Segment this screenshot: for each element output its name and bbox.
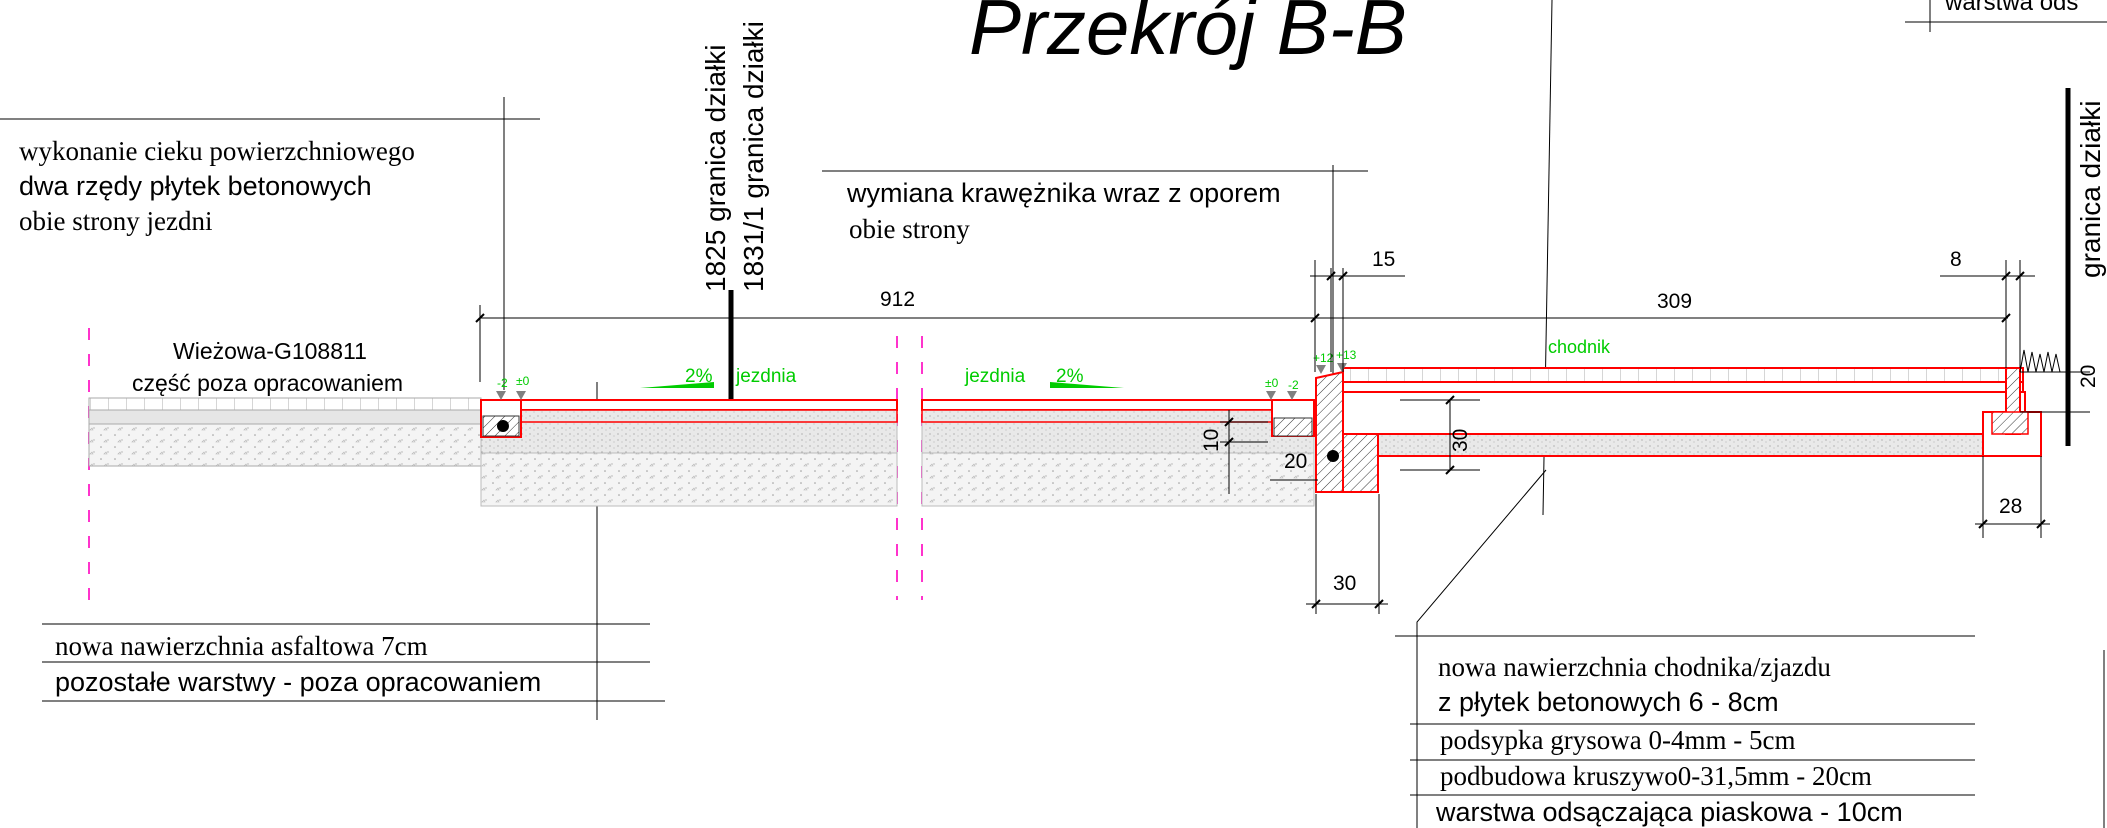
callout-right-bottom-line-3: podsypka grysowa 0-4mm - 5cm — [1440, 725, 1795, 755]
elevation-curb-2: +13 — [1336, 348, 1357, 362]
lane-left-label: jezdnia — [735, 366, 797, 387]
boundary-right-label: granica działki — [2075, 101, 2106, 278]
callout-right-bottom-line-5: warstwa odsączająca piaskowa - 10cm — [1435, 797, 1903, 827]
dim-curb-top: 15 — [1372, 248, 1395, 271]
dim-edge-28: 28 — [1999, 495, 2022, 518]
top-right-label: warstwa ods — [1944, 0, 2078, 16]
callout-left-top: wykonanie cieku powierzchniowego dwa rzę… — [19, 136, 415, 236]
callout-left-top-line-3: obie strony jezdni — [19, 206, 212, 236]
roadway-left — [480, 399, 898, 507]
callout-right-bottom-line-2: z płytek betonowych 6 - 8cm — [1438, 687, 1779, 717]
callout-right-bottom-line-4: podbudowa kruszywo0-31,5mm - 20cm — [1440, 761, 1872, 791]
leaders — [0, 97, 1975, 796]
slope-right-arrow — [1050, 382, 1124, 388]
boundary-1825-label: 1825 granica działki — [700, 45, 731, 293]
dim-layer-30: 30 — [1449, 429, 1472, 452]
dim-sidewalk-width: 309 — [1657, 290, 1692, 313]
sidewalk-structure — [1342, 349, 2061, 457]
callout-right-bottom-line-1: nowa nawierzchnia chodnika/zjazdu — [1438, 652, 1831, 682]
road-left-note: część poza opracowaniem — [132, 370, 403, 396]
lane-right-label: jezdnia — [964, 366, 1026, 387]
sidewalk-label: chodnik — [1548, 337, 1611, 357]
dim-road-width: 912 — [880, 288, 915, 311]
elevation-right-2: -2 — [1288, 378, 1299, 392]
callout-middle-top-line-2: obie strony — [849, 214, 970, 244]
boundary-1831-label: 1831/1 granica działki — [738, 21, 769, 292]
callout-middle-top: wymiana krawężnika wraz z oporem obie st… — [846, 178, 1281, 244]
callout-left-top-line-1: wykonanie cieku powierzchniowego — [19, 136, 415, 166]
leader-diagonal — [1416, 469, 1547, 828]
dim-edge-height: 20 — [2077, 365, 2100, 388]
roadway-right — [921, 399, 1315, 507]
callout-middle-top-line-1: wymiana krawężnika wraz z oporem — [846, 178, 1281, 208]
elevation-left-2: ±0 — [516, 374, 530, 388]
elevation-left-1: -2 — [497, 376, 508, 390]
callout-left-bottom-line-1: nowa nawierzchnia asfaltowa 7cm — [55, 631, 428, 661]
dim-curb-20: 20 — [1284, 450, 1307, 473]
top-right-label-box: warstwa ods — [1905, 0, 2107, 32]
elevation-right-1: ±0 — [1265, 376, 1279, 390]
dim-edge-top: 8 — [1950, 248, 1962, 271]
callout-left-bottom: nowa nawierzchnia asfaltowa 7cm pozostał… — [55, 631, 541, 697]
callout-left-bottom-line-2: pozostałe warstwy - poza opracowaniem — [55, 667, 541, 697]
slope-left-label: 2% — [685, 366, 713, 387]
drawing-title: Przekrój B-B — [969, 0, 1407, 71]
callout-right-bottom: nowa nawierzchnia chodnika/zjazdu z płyt… — [1435, 652, 1903, 827]
elevation-markers — [496, 363, 1347, 400]
slope-left-arrow — [640, 382, 714, 388]
dim-layer-10: 10 — [1200, 429, 1223, 452]
callout-left-top-line-2: dwa rzędy płytek betonowych — [19, 171, 372, 201]
dimension-ticks — [475, 271, 2046, 609]
dim-bottom-30: 30 — [1333, 572, 1356, 595]
slope-right-label: 2% — [1056, 366, 1084, 387]
road-left-name: Wieżowa-G108811 — [173, 338, 367, 364]
elevation-curb-1: +12 — [1313, 351, 1334, 365]
existing-road-left — [88, 397, 482, 467]
